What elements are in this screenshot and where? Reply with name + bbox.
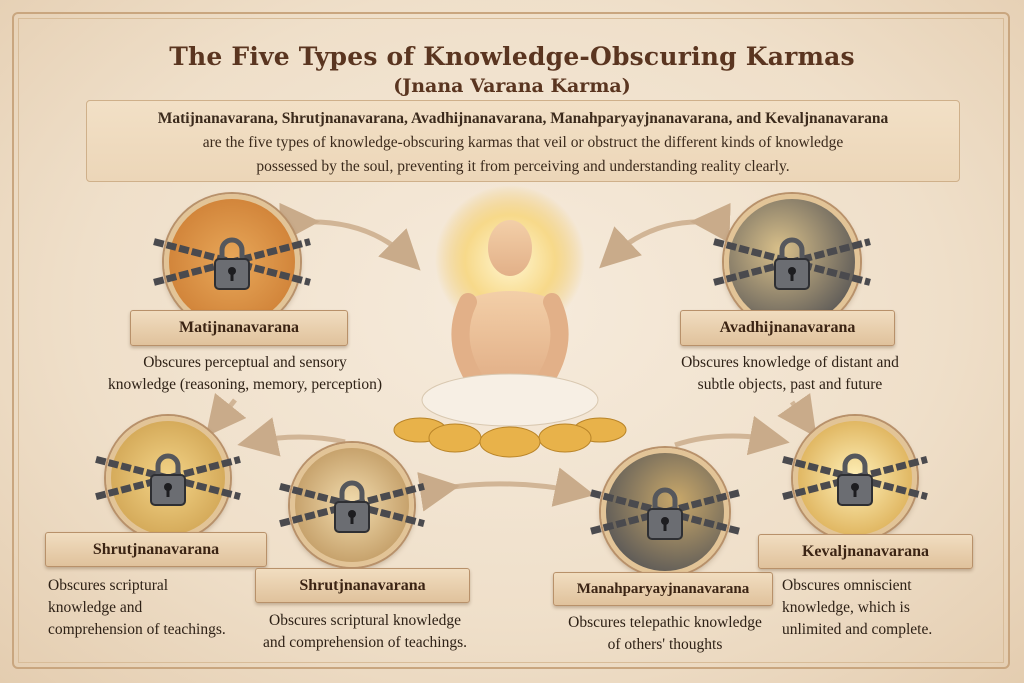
desc-line: Obscures scriptural knowledge (269, 612, 461, 629)
chain-lock-icon (153, 237, 311, 290)
arrow (674, 415, 790, 456)
desc-manahparyayjnanavarana: Obscures telepathic knowledge of others'… (540, 612, 790, 656)
arrow (777, 393, 817, 438)
desc-shrutjnanavarana-1: Obscures scriptural knowledge and compre… (48, 575, 258, 641)
desc-line: Obscures telepathic knowledge (568, 614, 762, 631)
decorative-frame-inner (18, 18, 1004, 663)
meditating-figure (393, 185, 627, 458)
desc-line: Obscures omniscient (782, 577, 912, 594)
desc-line: unlimited and complete. (782, 621, 933, 638)
desc-line: of others' thoughts (607, 636, 723, 653)
medallion-brain-icon (153, 194, 311, 330)
banner-matijnanavarana: Matijnanavarana (130, 310, 348, 346)
medallion-book-icon (95, 416, 241, 540)
medallion-head-icon (590, 448, 740, 576)
banner-shrutjnanavarana-1: Shrutjnanavarana (45, 532, 267, 567)
desc-shrutjnanavarana-2: Obscures scriptural knowledge and compre… (240, 610, 490, 654)
banner-avadhijnanavarana: Avadhijnanavarana (680, 310, 895, 346)
robe (421, 373, 599, 427)
desc-line: Obscures perceptual and sensory (143, 354, 347, 371)
lotus (393, 417, 627, 458)
arrow (237, 417, 346, 457)
chain-lock-icon (279, 480, 425, 533)
desc-line: subtle objects, past and future (697, 376, 883, 393)
desc-avadhijnanavarana: Obscures knowledge of distant and subtle… (640, 352, 940, 396)
arrow (417, 467, 595, 512)
arrow (599, 202, 731, 269)
intro-line: are the five types of knowledge-obscurin… (202, 134, 844, 151)
medallion-sun-icon (782, 416, 928, 540)
decorative-frame (12, 12, 1010, 669)
desc-line: Obscures scriptural (48, 577, 169, 594)
arrow (279, 202, 421, 271)
chain-lock-icon (95, 453, 241, 506)
medallion-book-icon (279, 443, 425, 567)
desc-line: knowledge and (48, 599, 143, 616)
page-subtitle: (Jnana Varana Karma) (393, 75, 631, 97)
desc-line: knowledge (reasoning, memory, perception… (107, 376, 383, 393)
chain-lock-icon (590, 487, 740, 540)
intro-names: Matijnanavarana, Shrutjnanavarana, Avadh… (157, 110, 889, 127)
banner-kevaljnanavarana: Kevaljnanavarana (758, 534, 973, 569)
desc-kevaljnanavarana: Obscures omniscient knowledge, which is … (782, 575, 992, 641)
desc-line: and comprehension of teachings. (262, 634, 468, 651)
banner-shrutjnanavarana-2: Shrutjnanavarana (255, 568, 470, 603)
desc-line: knowledge, which is (782, 599, 910, 616)
chain-lock-icon (713, 237, 871, 290)
desc-line: comprehension of teachings. (48, 621, 226, 638)
banner-manahparyayjnanavarana: Manahparyayjnanavarana (553, 572, 773, 606)
head (488, 220, 532, 276)
arrow (205, 392, 247, 437)
torso (465, 291, 555, 380)
intro-line: possessed by the soul, preventing it fro… (256, 158, 790, 175)
chain-lock-icon (782, 453, 928, 506)
page-title: The Five Types of Knowledge-Obscuring Ka… (169, 42, 855, 71)
desc-line: Obscures knowledge of distant and (681, 354, 899, 371)
desc-matijnanavarana: Obscures perceptual and sensory knowledg… (95, 352, 395, 396)
intro-box: Matijnanavarana, Shrutjnanavarana, Avadh… (86, 100, 960, 182)
